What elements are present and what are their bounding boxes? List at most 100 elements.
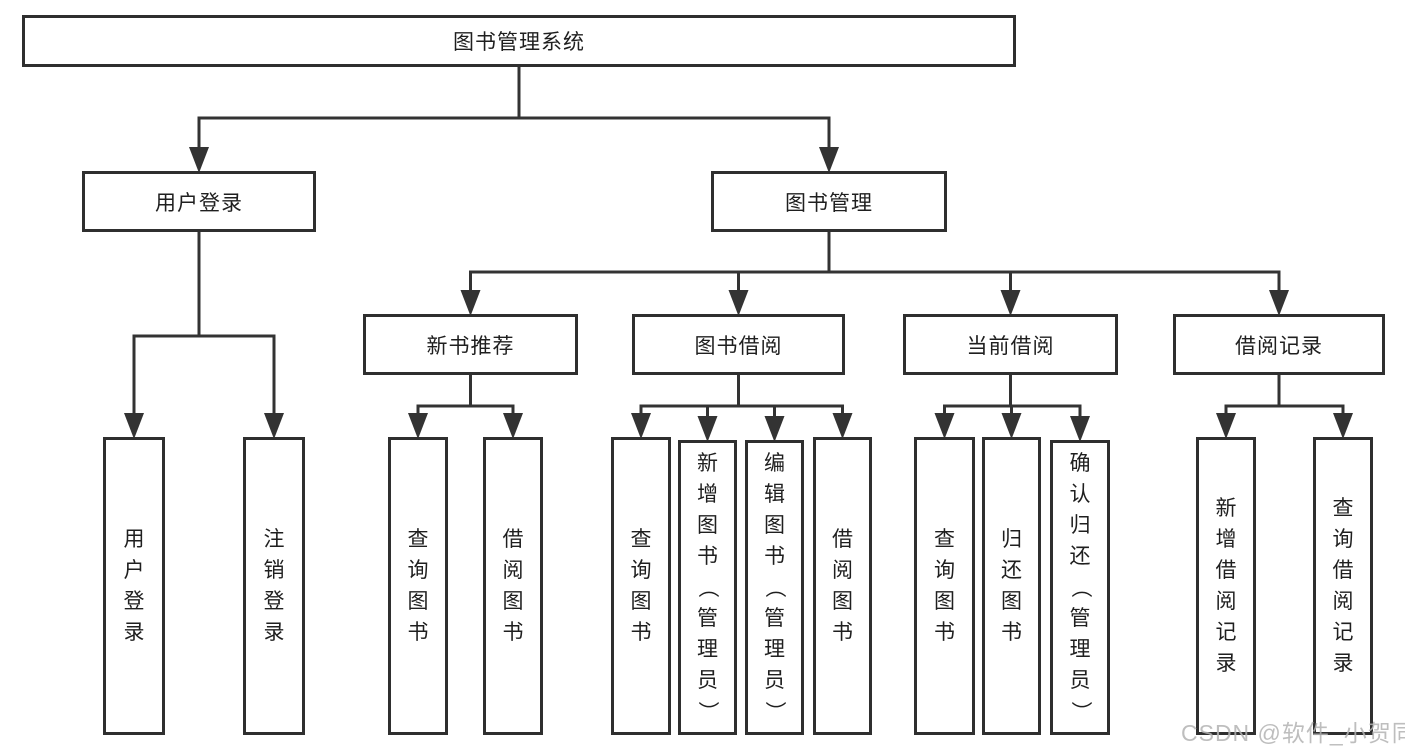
node-label-char: 借 xyxy=(502,528,524,551)
node-label-char: 查 xyxy=(934,528,955,551)
node-book-mgmt: 图书管理 xyxy=(711,171,947,232)
node-label-char: （ xyxy=(1068,577,1092,598)
node-label-char: 图 xyxy=(407,590,429,613)
node-label-char: ） xyxy=(763,701,786,722)
node-leaf-rec-query: 查询图书 xyxy=(388,437,448,735)
node-label-char: 询 xyxy=(630,559,652,582)
node-root: 图书管理系统 xyxy=(22,15,1016,67)
node-leaf-cb-return: 归还图书 xyxy=(982,437,1041,735)
node-label-char: 查 xyxy=(630,528,652,551)
node-label-char: 图 xyxy=(630,590,652,613)
arrowhead-icon xyxy=(503,413,523,439)
node-label-char: 登 xyxy=(123,590,145,613)
node-label-char: 图 xyxy=(934,590,955,613)
node-new-rec: 新书推荐 xyxy=(363,314,578,375)
arrowhead-icon xyxy=(1001,413,1022,439)
node-label-char: 图 xyxy=(502,590,524,613)
node-label-char: 理 xyxy=(1069,638,1091,661)
node-label: 图书管理 xyxy=(785,191,873,215)
node-label-char: 归 xyxy=(1069,514,1091,537)
node-leaf-bb-add: 新增图书 （ 管理员 ） xyxy=(678,440,737,735)
node-label-char: 图 xyxy=(1001,590,1022,613)
node-label-char: 理 xyxy=(697,638,718,661)
node-label-char: 记 xyxy=(1215,621,1237,644)
node-label-char: 书 xyxy=(630,621,652,644)
arrowhead-icon xyxy=(1070,416,1090,442)
node-label-char: 编 xyxy=(764,452,785,475)
node-leaf-br-query: 查询借阅记录 xyxy=(1313,437,1373,735)
node-label-char: 增 xyxy=(697,483,718,506)
node-label: 借阅记录 xyxy=(1235,334,1323,358)
node-leaf-bb-edit: 编辑图书（管理员） xyxy=(745,440,804,735)
node-leaf-cb-confirm: 确认归还（管理员） xyxy=(1050,440,1110,735)
node-label-char: 辑 xyxy=(764,483,785,506)
node-leaf-user-login: 用户登录 xyxy=(103,437,165,735)
node-label-char: 管 xyxy=(1069,607,1091,630)
node-label-char: 录 xyxy=(263,621,285,644)
node-label-char: 借 xyxy=(1215,559,1237,582)
node-label-char: 还 xyxy=(1001,559,1022,582)
node-label-char: 询 xyxy=(934,559,955,582)
arrowhead-icon xyxy=(934,413,955,439)
node-label-char: 还 xyxy=(1069,545,1091,568)
arrowhead-icon xyxy=(697,416,718,442)
node-label-char: 阅 xyxy=(832,559,853,582)
node-label-char: 查 xyxy=(407,528,429,551)
node-label-char: 员 xyxy=(1069,669,1091,692)
node-leaf-bb-borrow: 借阅图书 xyxy=(813,437,872,735)
node-label-char: 认 xyxy=(1069,483,1091,506)
node-label-char: （ xyxy=(696,577,719,598)
node-user-login: 用户登录 xyxy=(82,171,316,232)
node-leaf-logout: 注销登录 xyxy=(243,437,305,735)
node-label: 新书推荐 xyxy=(426,334,515,358)
node-label-char: 书 xyxy=(502,621,524,644)
node-current-borrow: 当前借阅 xyxy=(903,314,1118,375)
node-label: 图书管理系统 xyxy=(453,31,585,54)
node-label-char: 阅 xyxy=(502,559,524,582)
node-leaf-cb-query: 查询图书 xyxy=(914,437,975,735)
node-label-char: 管 xyxy=(697,607,718,630)
node-label-char: 询 xyxy=(407,559,429,582)
arrowhead-icon xyxy=(124,413,144,439)
node-label-char: 阅 xyxy=(1332,590,1354,613)
node-label-char: 书 xyxy=(832,621,853,644)
node-book-borrow: 图书借阅 xyxy=(632,314,845,375)
arrowhead-icon xyxy=(1216,413,1236,439)
node-borrow-records: 借阅记录 xyxy=(1173,314,1385,375)
node-label-char: 图 xyxy=(764,514,785,537)
node-label-char: 书 xyxy=(407,621,429,644)
node-label-char: 员 xyxy=(697,669,718,692)
node-label-char: 户 xyxy=(123,559,145,582)
node-label-char: 注 xyxy=(263,528,285,551)
arrowhead-icon xyxy=(1333,413,1353,439)
node-label-char: 书 xyxy=(1001,621,1022,644)
node-label-char: 图 xyxy=(697,514,718,537)
node-label-char: 员 xyxy=(764,669,785,692)
node-label-char: 书 xyxy=(697,545,718,568)
arrowhead-icon xyxy=(1269,290,1289,316)
node-label-char: 新 xyxy=(1215,497,1237,520)
node-label-char: 登 xyxy=(263,590,285,613)
node-label-char: 阅 xyxy=(1215,590,1237,613)
node-label-char: 新 xyxy=(697,452,718,475)
arrowhead-icon xyxy=(1000,290,1021,316)
node-label-char: 书 xyxy=(934,621,955,644)
arrowhead-icon xyxy=(764,416,785,442)
node-label-char: ） xyxy=(696,701,719,722)
arrowhead-icon xyxy=(631,413,651,439)
node-label-char: 增 xyxy=(1215,528,1237,551)
node-label-char: 借 xyxy=(1332,559,1354,582)
arrowhead-icon xyxy=(408,413,428,439)
arrowhead-icon xyxy=(189,147,209,173)
arrowhead-icon xyxy=(460,290,481,316)
node-label-char: 询 xyxy=(1332,528,1354,551)
node-label-char: 理 xyxy=(764,638,785,661)
node-label-char: 录 xyxy=(1215,652,1237,675)
node-label-char: 图 xyxy=(832,590,853,613)
node-leaf-bb-query: 查询图书 xyxy=(611,437,671,735)
node-label-char: 查 xyxy=(1332,497,1354,520)
node-label-char: 书 xyxy=(764,545,785,568)
node-leaf-rec-borrow: 借阅图书 xyxy=(483,437,543,735)
